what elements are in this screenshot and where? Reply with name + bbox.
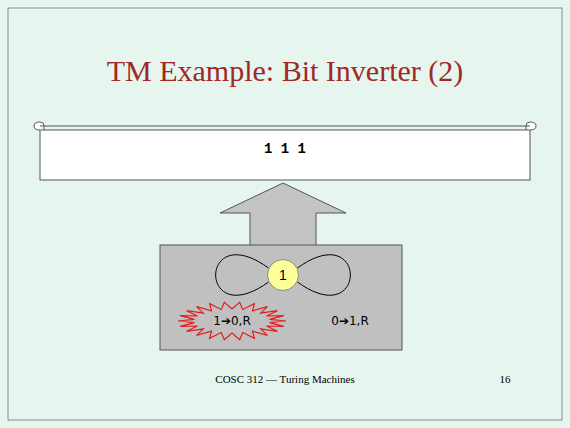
- footer-text: COSC 312 — Turing Machines: [215, 373, 354, 385]
- head-arrow: [220, 183, 346, 246]
- tape-band: 1 1 1: [40, 130, 530, 180]
- transition-label: 0➔1,R: [331, 314, 368, 328]
- state-loop: [297, 255, 350, 296]
- machine-box: [160, 245, 402, 350]
- starburst: [178, 302, 286, 340]
- slide-title: TM Example: Bit Inverter (2): [0, 54, 570, 88]
- state-loop: [216, 255, 269, 296]
- slide-number: 16: [500, 373, 511, 385]
- transition-label: 1➔0,R: [213, 314, 250, 328]
- tape-scroll: [34, 122, 536, 180]
- node-text: 1: [279, 267, 287, 283]
- node-text: 1 1 1: [264, 141, 306, 157]
- state-circle: 1: [267, 259, 299, 291]
